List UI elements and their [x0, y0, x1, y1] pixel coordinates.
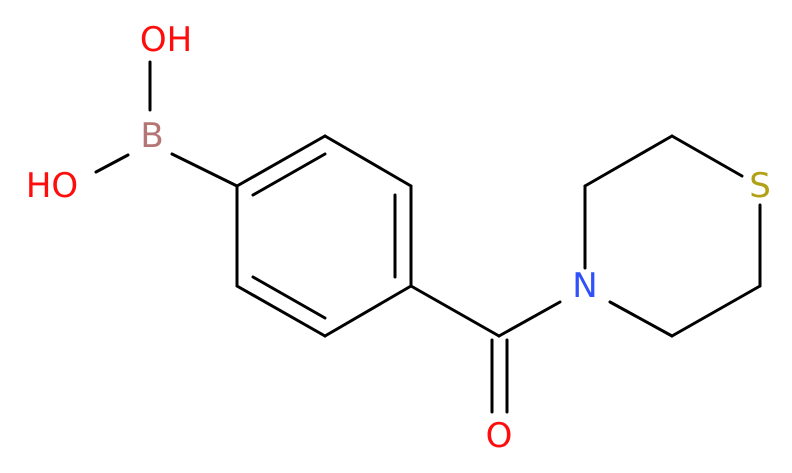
- bond-ring-carbonyl: [409, 284, 501, 338]
- bond-b-oh-left: [94, 153, 130, 174]
- atom-label-ho-left: HO: [26, 166, 78, 206]
- atom-label-nitrogen: N: [572, 266, 597, 306]
- atom-label-oxygen: O: [486, 416, 513, 456]
- atom-label-boron: B: [140, 116, 163, 156]
- bond-ch2-ch2-upper: [583, 134, 674, 188]
- bond-ch2-s-upper: [670, 134, 744, 178]
- bond-ch2-ch2-lower: [670, 284, 762, 338]
- atom-label-oh-top: OH: [140, 20, 192, 60]
- bond-ring-5: [235, 284, 327, 338]
- bond-ring-1: [235, 134, 327, 188]
- bond-ring-2: [323, 134, 413, 188]
- bond-ring-inner-3: [251, 275, 327, 320]
- bond-ch2-n-lower: [608, 300, 674, 338]
- bond-ring-inner-1: [251, 152, 327, 197]
- bond-ring-4: [323, 284, 413, 338]
- atom-label-sulfur: S: [749, 166, 771, 206]
- bond-b-ring: [170, 152, 239, 188]
- bond-c-n: [497, 300, 562, 338]
